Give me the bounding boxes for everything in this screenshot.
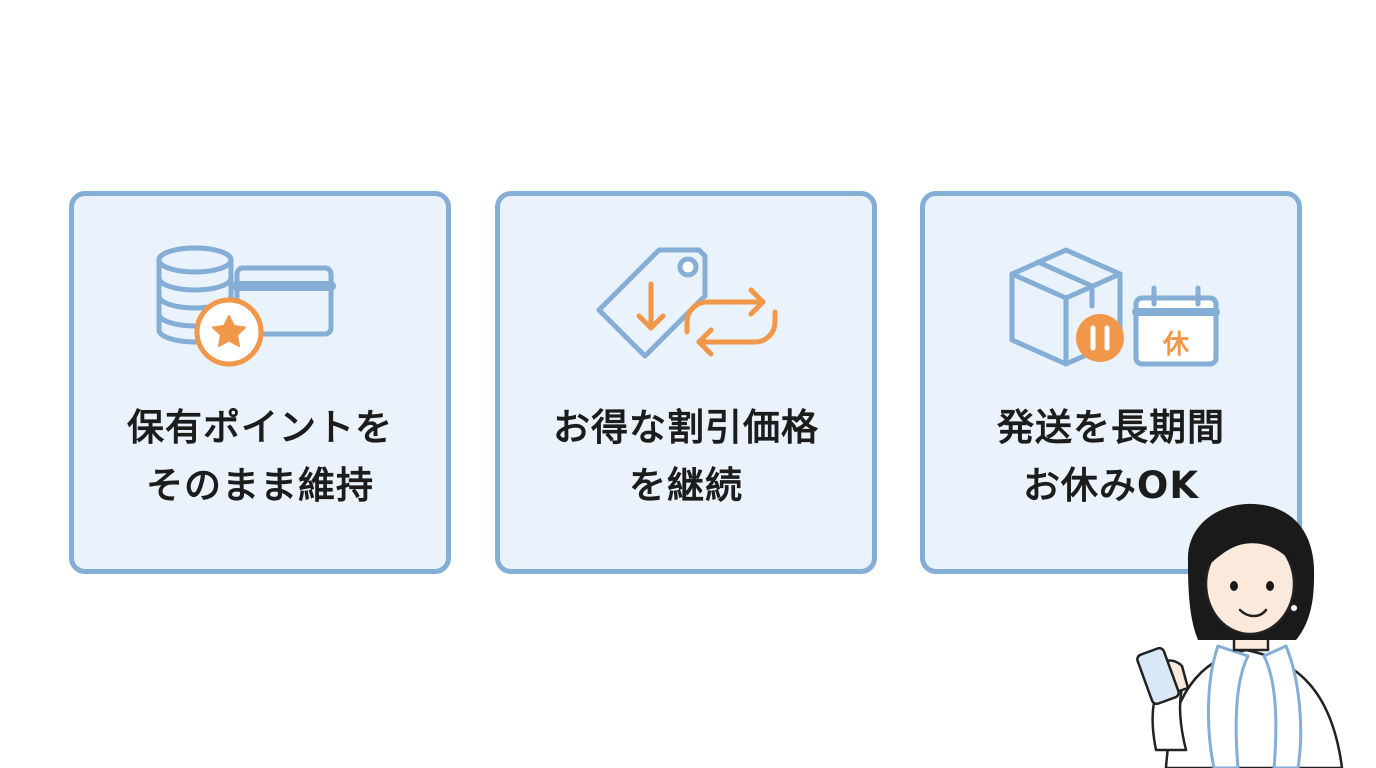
box-pause-calendar-icon: 休 bbox=[996, 236, 1226, 386]
card-caption: お得な割引価格 を継続 bbox=[500, 399, 872, 515]
card-caption-line-2: を継続 bbox=[629, 464, 743, 507]
card-caption: 発送を長期間 お休みOK bbox=[925, 399, 1297, 515]
card-caption-line-1: 発送を長期間 bbox=[997, 406, 1225, 449]
woman-with-phone-illustration bbox=[1136, 500, 1356, 768]
card-caption-line-1: お得な割引価格 bbox=[553, 406, 819, 449]
card-caption-line-2: そのまま維持 bbox=[146, 464, 374, 507]
card-caption-line-2: お休みOK bbox=[1022, 464, 1200, 507]
card-caption: 保有ポイントを そのまま維持 bbox=[74, 399, 446, 515]
feature-card-keep-discount: お得な割引価格 を継続 bbox=[495, 191, 877, 574]
coins-card-star-icon bbox=[145, 236, 375, 386]
card-caption-line-1: 保有ポイントを bbox=[127, 406, 393, 449]
feature-card-keep-points: 保有ポイントを そのまま維持 bbox=[69, 191, 451, 574]
price-tag-repeat-icon bbox=[571, 236, 801, 386]
calendar-glyph: 休 bbox=[1162, 330, 1190, 360]
